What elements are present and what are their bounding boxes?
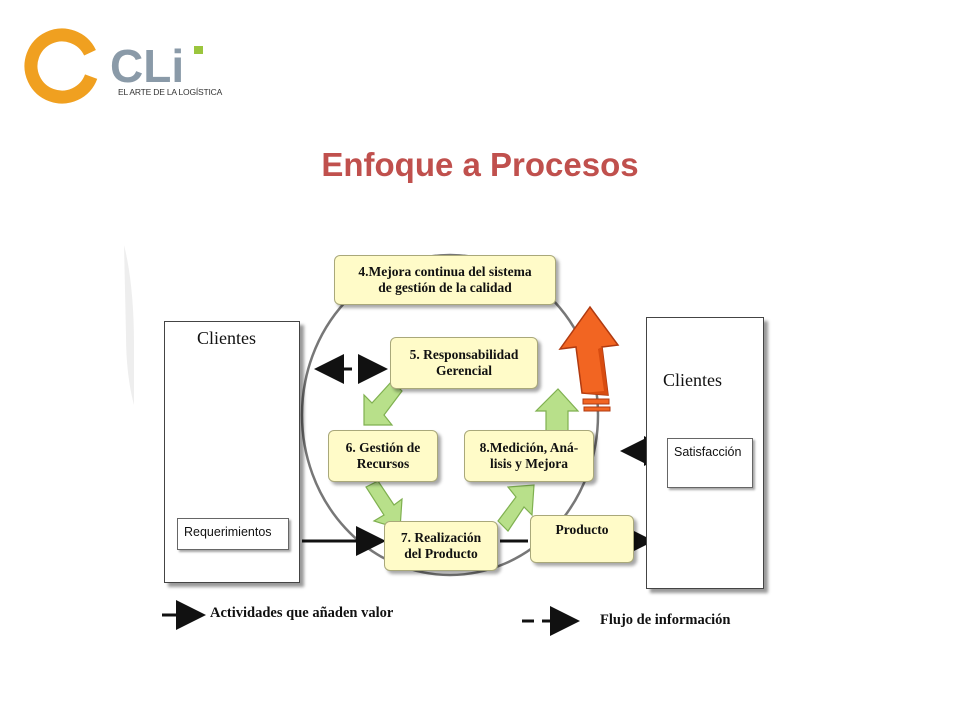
box-gestion-recursos: 6. Gestión de Recursos bbox=[328, 430, 438, 482]
cycle-arrow-7-to-8 bbox=[497, 484, 535, 532]
cycle-arrow-6-to-7 bbox=[365, 480, 403, 530]
logo-dot bbox=[194, 46, 203, 54]
satisfaccion-box: Satisfacción bbox=[667, 438, 753, 488]
box-responsabilidad-gerencial: 5. Responsabilidad Gerencial bbox=[390, 337, 538, 389]
box-realizacion-producto: 7. Realización del Producto bbox=[384, 521, 498, 571]
logo-letters: CLi bbox=[110, 40, 184, 92]
green-cycle-arrows bbox=[363, 380, 580, 532]
page-title: Enfoque a Procesos bbox=[321, 146, 639, 183]
clients-right-panel: Clientes Satisfacción bbox=[646, 317, 764, 589]
cli-logo-mark: CLi bbox=[24, 28, 203, 104]
clients-left-panel: Clientes Requerimientos bbox=[164, 321, 300, 583]
diagram-graphics bbox=[124, 245, 674, 636]
cycle-arrow-5-to-6 bbox=[363, 380, 403, 426]
cli-logo: CLi EL ARTE DE LA LOGÍSTICA bbox=[22, 24, 222, 110]
improvement-arrow bbox=[558, 305, 620, 412]
box-producto: Producto bbox=[530, 515, 634, 563]
box-medicion-analisis-mejora: 8.Medición, Aná- lisis y Mejora bbox=[464, 430, 594, 482]
background-shape bbox=[124, 245, 134, 405]
legend-information-flow: Flujo de información bbox=[600, 612, 731, 628]
cycle-arrow-8-to-5 bbox=[534, 388, 580, 432]
process-diagram: Clientes Requerimientos Clientes Satisfa… bbox=[120, 225, 800, 645]
logo-tagline: EL ARTE DE LA LOGÍSTICA bbox=[118, 87, 223, 97]
box-mejora-continua: 4.Mejora continua del sistema de gestión… bbox=[334, 255, 556, 305]
requerimientos-box: Requerimientos bbox=[177, 518, 289, 550]
legend-value-activities: Actividades que añaden valor bbox=[210, 605, 394, 621]
clients-right-label: Clientes bbox=[663, 370, 722, 390]
clients-left-label: Clientes bbox=[197, 328, 256, 348]
